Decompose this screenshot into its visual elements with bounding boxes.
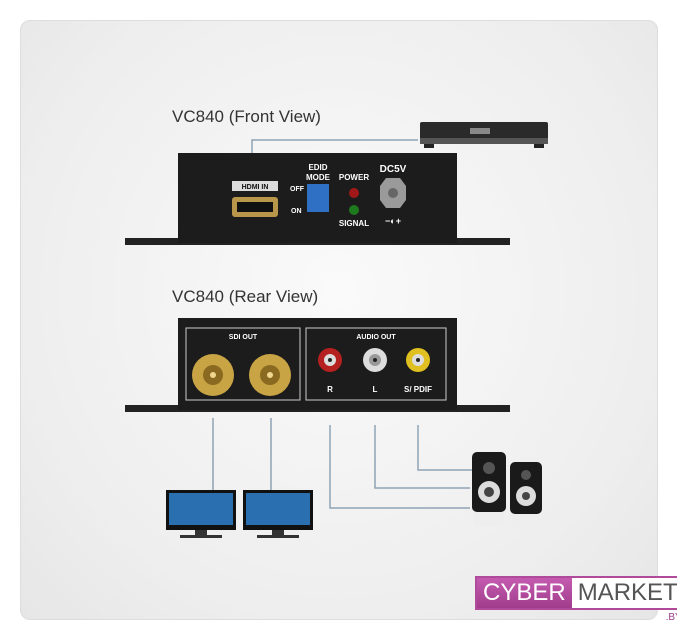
- logo-part-cyber: CYBER: [477, 578, 572, 608]
- monitor-icon: [243, 490, 313, 538]
- spdif-port[interactable]: [406, 348, 430, 372]
- signal-led: [349, 205, 359, 215]
- mode-label: MODE: [306, 173, 331, 182]
- power-led: [349, 188, 359, 198]
- edid-dip-switch[interactable]: [307, 184, 329, 212]
- polarity-label: −◐+: [385, 216, 401, 226]
- edid-label: EDID: [308, 163, 327, 172]
- off-label: OFF: [290, 186, 305, 193]
- front-view-title: VC840 (Front View): [172, 107, 321, 126]
- spdif-label: S/ PDIF: [404, 385, 432, 394]
- sdi-out-port-1[interactable]: [192, 354, 234, 396]
- power-label: POWER: [339, 173, 369, 182]
- rear-view-title: VC840 (Rear View): [172, 287, 318, 306]
- signal-label: SIGNAL: [339, 219, 369, 228]
- logo-wordmark: CYBER MARKET: [475, 576, 677, 610]
- speaker-icon: [472, 452, 506, 526]
- on-label: ON: [291, 208, 302, 215]
- hdmi-label: HDMI IN: [242, 184, 269, 191]
- monitor-icon: [166, 490, 236, 538]
- sdi-out-port-2[interactable]: [249, 354, 291, 396]
- front-device: HDMI IN OFF ON EDID MODE POWER SIGNAL DC…: [125, 153, 510, 245]
- l-label: L: [373, 385, 378, 394]
- audio-l-port[interactable]: [363, 348, 387, 372]
- audio-out-label: AUDIO OUT: [356, 334, 396, 341]
- cybermarket-logo: CYBER MARKET .BY: [475, 576, 677, 624]
- r-label: R: [327, 385, 333, 394]
- speaker-icon: [510, 462, 542, 527]
- audio-r-port[interactable]: [318, 348, 342, 372]
- logo-suffix: .BY: [665, 612, 677, 623]
- dvd-player: [420, 122, 548, 148]
- sdi-out-label: SDI OUT: [229, 334, 258, 341]
- dc5v-label: DC5V: [380, 164, 407, 175]
- connection-lines: [212, 139, 475, 509]
- rear-device: SDI OUT AUDIO OUT R L S/ PDIF: [125, 318, 510, 412]
- logo-part-market: MARKET: [571, 578, 677, 608]
